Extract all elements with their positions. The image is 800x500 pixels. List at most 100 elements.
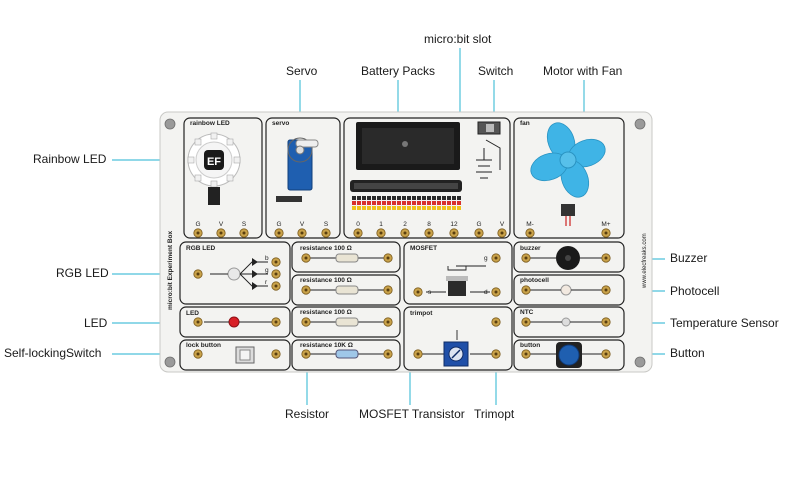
header-pin (362, 196, 366, 200)
header-pin (387, 196, 391, 200)
fan-motor (530, 122, 606, 226)
terminal-post-hole (477, 231, 481, 235)
terminal-post-hole (304, 256, 308, 260)
header-pin (457, 196, 461, 200)
header-pin (362, 201, 366, 205)
header-pin (422, 196, 426, 200)
module-resistance-3 (291, 306, 401, 338)
pin-label-servo-v: V (300, 221, 305, 228)
header-pin (362, 206, 366, 210)
header-pin (422, 201, 426, 205)
module-ntc (513, 306, 625, 338)
label-mosfet: MOSFET (410, 245, 437, 252)
servo-motor (276, 137, 319, 202)
module-servo (265, 117, 341, 239)
terminal-post-hole (379, 231, 383, 235)
vertical-board-title: micro:bit Experiment Box (167, 231, 174, 310)
pin-label-fan-plus: M+ (601, 221, 610, 228)
terminal-post-hole (524, 256, 528, 260)
module-microbit-power (343, 117, 511, 239)
pin-label-edge-v: V (500, 221, 505, 228)
terminal-post-hole (604, 352, 608, 356)
terminal-post-hole (494, 290, 498, 294)
terminal-post-hole (274, 284, 278, 288)
terminal-post-hole (274, 320, 278, 324)
header-pin (392, 206, 396, 210)
vertical-board-url: www.elecfreaks.com (642, 233, 648, 289)
terminal-post-hole (386, 288, 390, 292)
module-rainbow-led (183, 117, 263, 239)
terminal-post-hole (416, 352, 420, 356)
header-pin (447, 201, 451, 205)
module-mosfet (403, 241, 513, 305)
header-pin (402, 206, 406, 210)
terminal-post-hole (274, 260, 278, 264)
terminal-post-hole (386, 352, 390, 356)
callout-rainbow-led: Rainbow LED (33, 152, 107, 166)
module-buzzer (513, 241, 625, 273)
terminal-post-hole (604, 231, 608, 235)
pin-label-rainbow-g: G (195, 221, 200, 228)
header-pin (452, 196, 456, 200)
terminal-post-hole (524, 320, 528, 324)
header-pin (457, 206, 461, 210)
header-pin (432, 201, 436, 205)
header-pin (412, 206, 416, 210)
header-pin (402, 196, 406, 200)
header-pin (447, 196, 451, 200)
battery-holder (356, 122, 460, 170)
callout-rgb-led: RGB LED (56, 266, 109, 280)
header-pin (427, 201, 431, 205)
photocell-component (526, 284, 606, 296)
header-pin (407, 206, 411, 210)
terminal-post-hole (427, 231, 431, 235)
terminal-post-hole (242, 231, 246, 235)
header-pin (367, 201, 371, 205)
label-photocell: photocell (520, 277, 549, 284)
header-pin (432, 196, 436, 200)
callout-mosfet-transistor: MOSFET Transistor (359, 407, 465, 421)
push-button-component (526, 342, 606, 368)
callout-trimopt: Trimopt (474, 407, 515, 421)
header-pin (387, 206, 391, 210)
header-pin (427, 206, 431, 210)
module-trimpot (403, 306, 513, 371)
header-pin (367, 196, 371, 200)
header-pin (417, 201, 421, 205)
header-pin (432, 206, 436, 210)
header-pin (357, 196, 361, 200)
header-pin (352, 206, 356, 210)
module-resistance-2 (291, 274, 401, 306)
header-pin (377, 206, 381, 210)
pin-label-mosfet-s: s (428, 289, 432, 296)
callout-photocell: Photocell (670, 284, 720, 298)
terminal-post-hole (524, 352, 528, 356)
header-pin (422, 206, 426, 210)
header-pin (377, 201, 381, 205)
header-pin (382, 201, 386, 205)
module-photocell (513, 274, 625, 306)
callout-switch: Switch (478, 64, 514, 78)
module-rgb-led (179, 241, 291, 305)
header-pin (367, 206, 371, 210)
pin-label-rgb-b: b (265, 255, 269, 262)
pin-label-mosfet-d: d (484, 289, 488, 296)
callout-button: Button (670, 346, 705, 360)
terminal-post-hole (304, 320, 308, 324)
module-resistance-1 (291, 241, 401, 273)
callout-motor-with-fan: Motor with Fan (543, 64, 623, 78)
terminal-post-hole (356, 231, 360, 235)
header-pin (382, 206, 386, 210)
callout-resistor: Resistor (285, 407, 330, 421)
callout-microbit-slot: micro:bit slot (424, 32, 492, 46)
terminal-post-hole (524, 288, 528, 292)
header-pin (417, 206, 421, 210)
rgb-led-component (210, 258, 268, 290)
module-fan (513, 117, 625, 239)
module-led (179, 306, 291, 338)
label-fan: fan (520, 120, 530, 127)
terminal-post-hole (500, 231, 504, 235)
terminal-post-hole (386, 256, 390, 260)
label-resistance-1: resistance 100 Ω (300, 245, 352, 252)
